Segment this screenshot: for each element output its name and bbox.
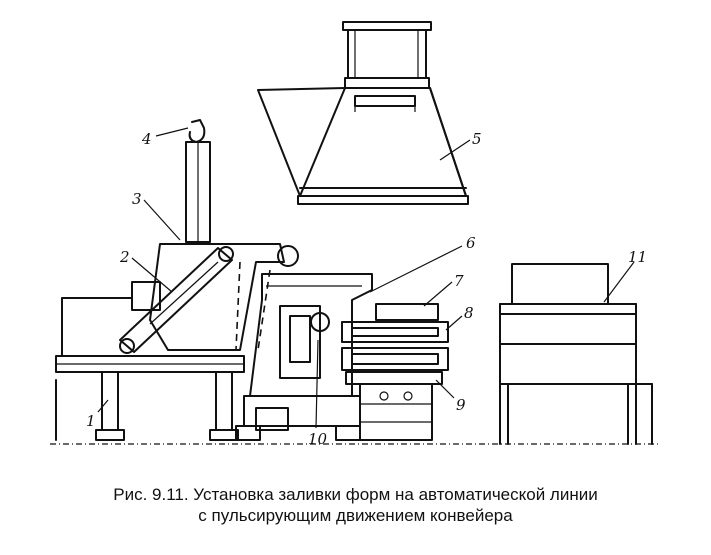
- tilt-cylinder-2: [119, 246, 234, 354]
- callout-8: 8: [464, 304, 474, 322]
- crane-hook-4: [185, 119, 211, 243]
- callout-1: 1: [86, 412, 96, 430]
- hopper-unit-5: [257, 21, 469, 205]
- callout-3: 3: [132, 190, 142, 208]
- caption-line-2: с пульсирующим движением конвейера: [198, 506, 513, 525]
- callout-2: 2: [119, 248, 130, 266]
- base-frame-1: [55, 297, 245, 441]
- ladle-3: [131, 243, 299, 351]
- installation-diagram: 1 2 3 4 5 6 7 8 9 10 11: [50, 21, 660, 448]
- callout-5: 5: [472, 130, 482, 148]
- callout-6: 6: [466, 234, 476, 252]
- leader-lines: [97, 127, 635, 429]
- conveyor-table-11: [499, 263, 653, 445]
- callout-11: 11: [628, 248, 647, 266]
- callout-7: 7: [454, 272, 464, 290]
- figure-caption: Рис. 9.11. Установка заливки форм на авт…: [0, 484, 711, 526]
- mould-stack: [341, 303, 449, 441]
- callout-9: 9: [456, 396, 466, 414]
- caption-line-1: Рис. 9.11. Установка заливки форм на авт…: [113, 485, 598, 504]
- callout-4: 4: [141, 130, 152, 148]
- callout-10: 10: [308, 430, 328, 448]
